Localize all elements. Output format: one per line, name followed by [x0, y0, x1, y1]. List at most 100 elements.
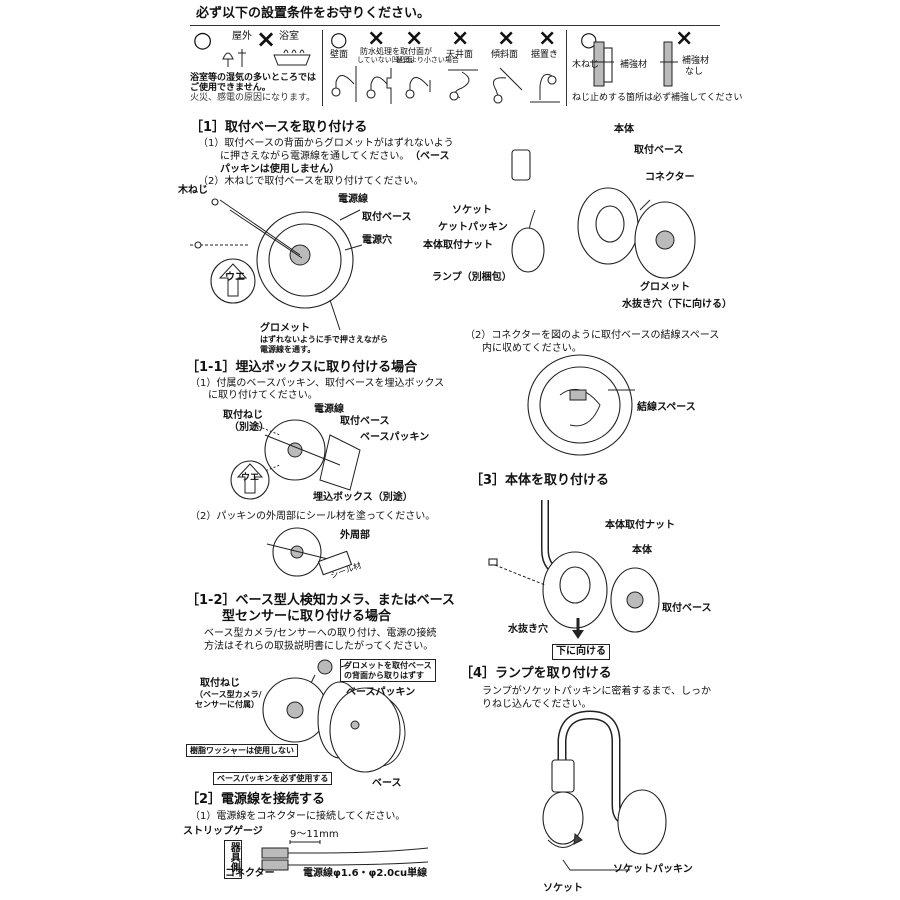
outdoor-label: 屋外 [232, 31, 252, 42]
s1-power-hole: 電源穴 [362, 235, 392, 246]
ng-mark-floor: × [538, 26, 557, 51]
ok-mark: ○ [193, 28, 213, 53]
s4-socket: ソケット [543, 883, 583, 894]
conditions-title: 必ず以下の設置条件をお守りください。 [196, 6, 431, 21]
s1-step1-line3: （ベース [410, 151, 450, 162]
floor-icon [530, 73, 560, 103]
uneven-label-1: 防水処理を [360, 47, 400, 56]
bath-warning-2: ご使用できません。 [190, 83, 271, 93]
s2-step1: （1）電源線をコネクターに接続してください。 [190, 811, 406, 822]
wiring-space-diagram [527, 354, 635, 456]
s12-screw-1: 取付ねじ [200, 678, 240, 689]
slope-icon [493, 67, 523, 104]
s3-body-nut: 本体取付ナット [605, 520, 675, 531]
parts-lamp: ランプ（別梱包） [432, 272, 512, 283]
s12-packing-note: ベースパッキンを必ず使用する [213, 772, 333, 786]
wall-label: 壁面 [330, 50, 349, 60]
s4-note-1: ランプがソケットパッキンに密着するまで、しっか [482, 686, 711, 697]
bathroom-label: 浴室 [279, 31, 299, 42]
section-1-2-heading-1: ［1-2］ベース型人検知カメラ、またはベース [186, 593, 455, 608]
wall-lamp-icon [331, 66, 357, 102]
s12-screw-3: センサーに付属） [195, 700, 259, 709]
s12-screw-2: （ベース型カメラ/ [195, 690, 262, 699]
no-reinforce-icon [660, 41, 678, 87]
s12-note-1: ベース型カメラ/センサーへの取り付け、電源の接続 [204, 628, 437, 639]
s2-length: 9～11mm [290, 829, 339, 840]
reinforce-icon [590, 41, 614, 87]
s11-power-wire: 電源線 [314, 404, 344, 415]
reinforce-label: 補強材 [620, 60, 648, 70]
ng-mark: × [256, 25, 277, 53]
tree-icon [222, 49, 246, 67]
s3-drain: 水抜き穴 [508, 624, 548, 635]
s12-base: ベース [372, 778, 402, 789]
s1b-step2-line2: 内に収めてください。 [482, 343, 582, 354]
camera-base-diagram [262, 659, 406, 773]
ng-mark-ceiling: × [451, 26, 470, 51]
parts-socket: ソケット [452, 205, 492, 216]
ok-mark-reinforce: ○ [580, 27, 598, 51]
s1-step1-line4: パッキンは使用しません） [220, 164, 340, 175]
up-mark-icon-2 [230, 460, 270, 500]
uneven-label-2: していない凹凸面 [357, 56, 413, 64]
s1-wood-screw: 木ねじ [178, 185, 208, 196]
s12-base-packing: ベースパッキン [346, 687, 416, 698]
wood-screw-label: 木ねじ [572, 60, 600, 70]
s2-connector: コネクター [225, 868, 275, 879]
uneven-wall-icon [366, 68, 392, 104]
s1b-step2-line1: （2）コネクターを図のように取付ベースの結線スペース [465, 330, 720, 341]
s3-face-down: 下に向ける [552, 644, 610, 660]
s1-grommet-note-1: はずれないように手で押さえながら [260, 335, 388, 344]
section-4-heading: ［4］ランプを取り付ける [460, 666, 612, 681]
bath-warning-1: 浴室等の湿気の多いところでは [190, 73, 317, 83]
s11-step2: （2）パッキンの外周部にシール材を塗ってください。 [190, 511, 436, 522]
s1-up-mark: ウエ [225, 272, 245, 283]
s1-base: 取付ベース [362, 212, 412, 223]
s2-fixture-side-text: 器具側 [228, 842, 240, 872]
floor-label: 据置き [531, 50, 559, 60]
no-reinforce-label-1: 補強材 [682, 56, 710, 66]
s11-base-packing: ベースパッキン [360, 432, 430, 443]
body-install-diagram [488, 500, 660, 633]
divider-1 [322, 30, 323, 106]
bath-icon [273, 49, 311, 66]
ng-mark-reinforce: × [675, 26, 694, 51]
s12-grommet-note: グロメットを取付ベース の背面から取りはずす [340, 659, 436, 683]
ok-mark-wall: ○ [330, 27, 348, 51]
ceiling-label: 天井面 [446, 50, 474, 60]
s11-base: 取付ベース [340, 416, 390, 427]
s11-step1-line2: に取り付けてください。 [208, 390, 318, 401]
parts-body: 本体 [614, 124, 634, 135]
parts-connector: コネクター [645, 172, 695, 183]
no-reinforce-label-2: なし [685, 67, 704, 77]
sealant-diagram [266, 527, 353, 577]
parts-base: 取付ベース [634, 145, 684, 156]
small-surface-label-1: 取付面が [400, 47, 432, 56]
ng-mark-small: × [405, 26, 424, 51]
parts-socket-packing: ケットパッキン [438, 222, 508, 233]
base-install-diagram [190, 198, 363, 331]
up-mark-icon [210, 258, 256, 304]
down-arrow-icon [572, 618, 584, 639]
s12-grommet-note-1: グロメットを取付ベース [344, 661, 432, 670]
section-1-1-heading: ［1-1］埋込ボックスに取り付ける場合 [186, 360, 418, 375]
wire-connect-diagram [261, 840, 429, 871]
section-2-heading: ［2］電源線を接続する [186, 792, 326, 807]
s1-grommet-note-2: 電源線を通す。 [260, 345, 316, 354]
s11-outer: 外周部 [340, 530, 370, 541]
small-surface-label-2: 器具より小さい場合 [396, 56, 459, 64]
s12-grommet-note-2: の背面から取りはずす [344, 670, 424, 680]
parts-grommet: グロメット [640, 282, 690, 293]
s11-screw-1: 取付ねじ [223, 410, 263, 421]
s3-body: 本体 [632, 545, 652, 556]
s2-fixture-side: 器具側 [224, 840, 242, 879]
s1-grommet: グロメット [260, 323, 310, 334]
slope-label: 傾斜面 [491, 50, 519, 60]
s4-socket-packing: ソケットパッキン [613, 864, 693, 875]
s3-base: 取付ベース [662, 603, 712, 614]
divider-2 [566, 30, 567, 106]
s12-washer-note: 樹脂ワッシャーは使用しない [186, 744, 298, 758]
small-surface-icon [405, 77, 431, 99]
parts-diagram [511, 108, 696, 279]
s4-note-2: りねじ込んでください。 [482, 699, 592, 710]
